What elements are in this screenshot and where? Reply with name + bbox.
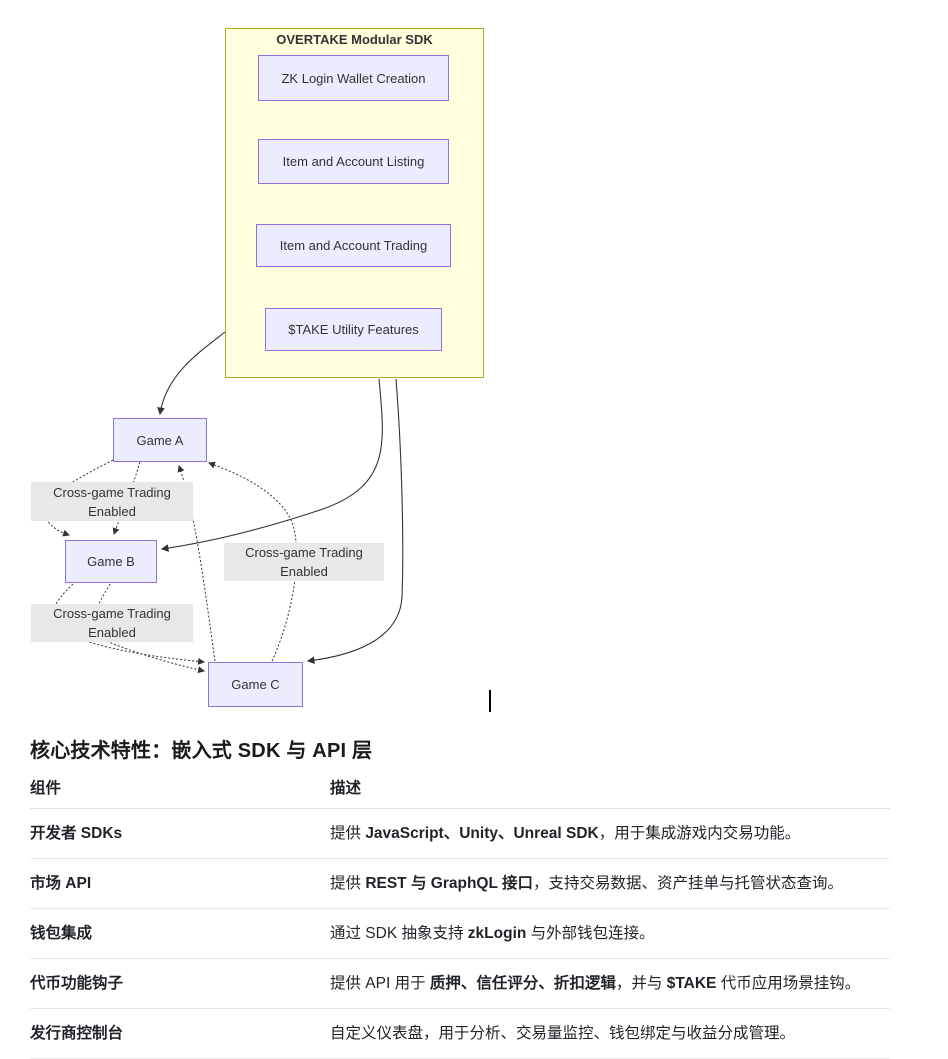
component-cell: 发行商控制台 <box>30 1008 330 1059</box>
text-cursor <box>489 690 491 712</box>
edge-sdk-to-game-b <box>160 378 383 552</box>
description-cell: 提供 JavaScript、Unity、Unreal SDK，用于集成游戏内交易… <box>330 808 890 859</box>
game-node-b: Game B <box>65 540 157 583</box>
description-cell: 提供 REST 与 GraphQL 接口，支持交易数据、资产挂单与托管状态查询。 <box>330 858 890 909</box>
edge-sdk-to-game-c <box>306 378 404 665</box>
component-cell: 市场 API <box>30 858 330 909</box>
edge-sdk-to-game-a <box>157 331 226 416</box>
table-header-row: 组件 描述 <box>30 772 890 809</box>
table-row: 代币功能钩子提供 API 用于 质押、信任评分、折扣逻辑，并与 $TAKE 代币… <box>30 958 890 1009</box>
component-cell: 开发者 SDKs <box>30 808 330 859</box>
description-cell: 提供 API 用于 质押、信任评分、折扣逻辑，并与 $TAKE 代币应用场景挂钩… <box>330 958 890 1009</box>
sdk-module-trading: Item and Account Trading <box>256 224 451 267</box>
edge-game-c-to-game-a-2 <box>208 461 297 662</box>
edge-label-cross-game-trading-ab: Cross-game Trading Enabled <box>31 482 193 521</box>
game-node-a: Game A <box>113 418 207 462</box>
sdk-module-listing: Item and Account Listing <box>258 139 449 184</box>
game-node-c: Game C <box>208 662 303 707</box>
description-cell: 通过 SDK 抽象支持 zkLogin 与外部钱包连接。 <box>330 908 890 959</box>
edge-game-c-to-game-a-1 <box>177 465 216 662</box>
edge-label-cross-game-trading-ac: Cross-game Trading Enabled <box>224 543 384 581</box>
architecture-diagram: OVERTAKE Modular SDK ZK Login Wallet Cre… <box>31 28 491 712</box>
sdk-container-box: OVERTAKE Modular SDK ZK Login Wallet Cre… <box>225 28 484 378</box>
sdk-module-zk-login: ZK Login Wallet Creation <box>258 55 449 101</box>
table-row: 钱包集成通过 SDK 抽象支持 zkLogin 与外部钱包连接。 <box>30 908 890 959</box>
component-cell: 代币功能钩子 <box>30 958 330 1009</box>
component-cell: 钱包集成 <box>30 908 330 959</box>
description-cell: 自定义仪表盘，用于分析、交易量监控、钱包绑定与收益分成管理。 <box>330 1008 890 1059</box>
sdk-container-title: OVERTAKE Modular SDK <box>276 32 433 47</box>
table-header-component: 组件 <box>30 772 330 809</box>
edge-label-cross-game-trading-bc: Cross-game Trading Enabled <box>31 604 193 642</box>
sdk-module-take-utility: $TAKE Utility Features <box>265 308 442 351</box>
section-heading: 核心技术特性：嵌入式 SDK 与 API 层 <box>30 740 373 762</box>
table-header-description: 描述 <box>330 772 890 809</box>
edge-game-b-to-game-c-1 <box>51 583 206 665</box>
table-row: 发行商控制台自定义仪表盘，用于分析、交易量监控、钱包绑定与收益分成管理。 <box>30 1008 890 1059</box>
